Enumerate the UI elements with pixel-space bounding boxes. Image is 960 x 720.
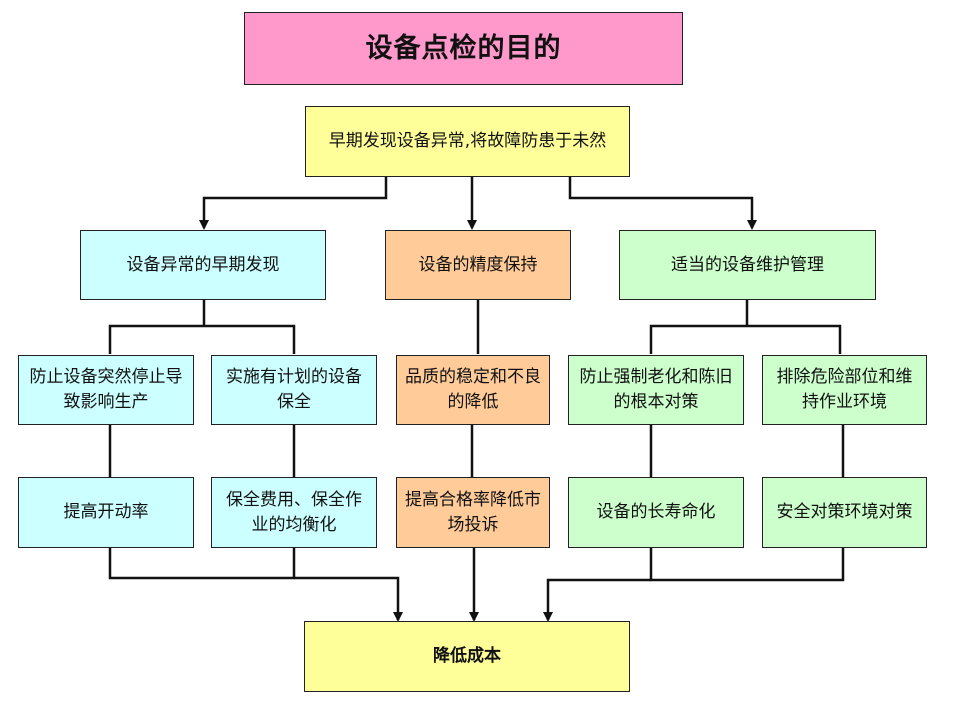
diagram-title: 设备点检的目的 xyxy=(244,12,683,85)
arrow-top-to-right xyxy=(568,176,757,230)
level3-box-3: 提高合格率降低市场投诉 xyxy=(396,477,550,548)
level3-box-1: 提高开动率 xyxy=(18,477,194,548)
arrow-top-to-left xyxy=(199,176,388,230)
arrow-right-to-bottom xyxy=(543,578,651,622)
level1-center-box: 设备的精度保持 xyxy=(385,230,571,300)
level1-right-box: 适当的设备维护管理 xyxy=(619,230,876,300)
top-goal-box: 早期发现设备异常,将故障防患于未然 xyxy=(305,106,630,177)
bottom-result-box: 降低成本 xyxy=(304,621,630,692)
level2-box-2: 实施有计划的设备保全 xyxy=(211,355,377,425)
level1-left-box: 设备异常的早期发现 xyxy=(80,230,326,300)
level2-box-1: 防止设备突然停止导致影响生产 xyxy=(18,355,194,425)
level2-box-5: 排除危险部位和维持作业环境 xyxy=(762,355,927,425)
level3-box-4: 设备的长寿命化 xyxy=(568,477,744,548)
arrow-left-to-bottom xyxy=(294,576,403,622)
level2-box-4: 防止强制老化和陈旧的根本对策 xyxy=(568,355,744,425)
line-left-merge xyxy=(108,547,296,580)
level3-box-5: 安全对策环境对策 xyxy=(762,477,927,548)
level3-box-2: 保全费用、保全作业的均衡化 xyxy=(211,477,377,548)
level2-box-3: 品质的稳定和不良的降低 xyxy=(396,355,550,425)
line-right-merge xyxy=(649,547,845,582)
line-right-split xyxy=(649,300,842,354)
line-left-split xyxy=(108,300,296,354)
